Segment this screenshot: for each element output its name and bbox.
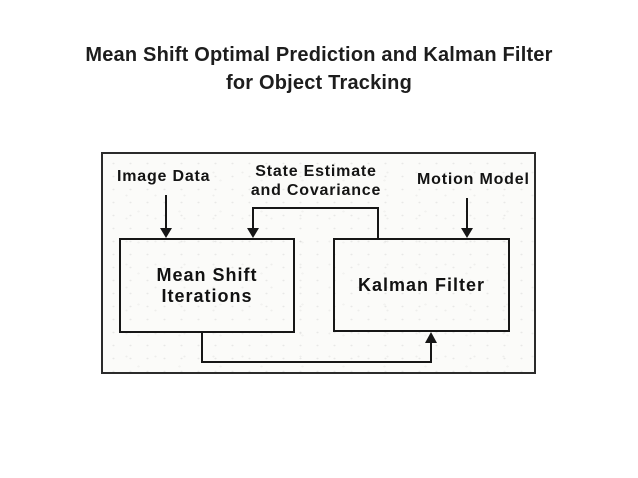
state-estimate-label-line-1: State Estimate [255,163,377,180]
mean-shift-iterations-box: Mean Shift Iterations [119,238,295,333]
image-data-to-mean-shift-arrow [160,195,172,238]
kalman-filter-box-label: Kalman Filter [357,274,486,295]
motion-model-to-kalman-arrow [461,198,473,238]
slide-title-line-1: Mean Shift Optimal Prediction and Kalman… [85,44,553,67]
image-data-label: Image Data [117,168,211,185]
kalman-filter-box: Kalman Filter [333,238,510,332]
slide-title-line-2: for Object Tracking [225,72,413,95]
slide-title: Mean Shift Optimal Prediction and Kalman… [0,41,638,97]
diagram-arrows [160,195,473,363]
state-estimate-to-mean-shift-arrow [247,207,379,238]
motion-model-label: Motion Model [417,171,530,188]
mean-shift-feedback-to-kalman-arrow [201,332,437,363]
state-estimate-label-line-2: and Covariance [250,182,382,199]
state-estimate-label: State Estimate and Covariance [249,162,383,200]
tracking-block-diagram: Image Data State Estimate and Covariance… [101,152,536,374]
mean-shift-iterations-box-label: Mean Shift Iterations [156,264,258,306]
